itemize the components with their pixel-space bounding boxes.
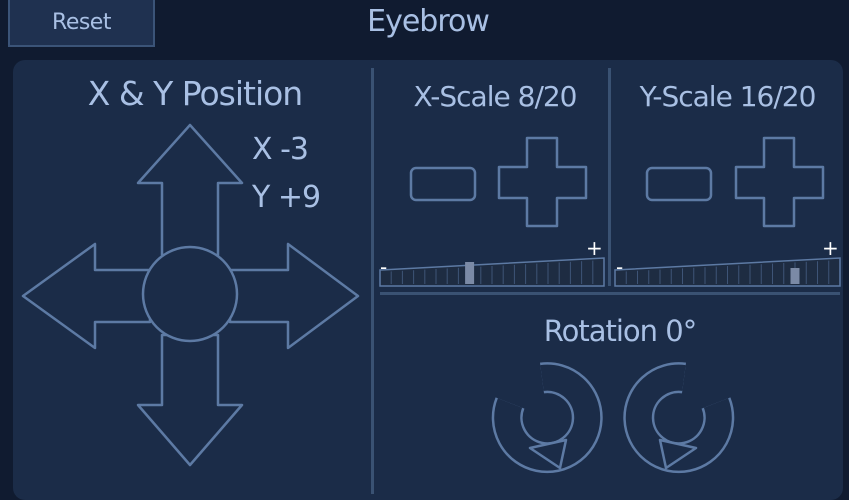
- y-scale-minus-button[interactable]: [645, 166, 713, 202]
- arrow-down-icon[interactable]: [136, 333, 244, 467]
- divider: [371, 68, 374, 494]
- slider-minus-label: -: [380, 255, 387, 279]
- slider-plus-label: +: [586, 236, 603, 260]
- arrow-right-icon[interactable]: [228, 242, 360, 350]
- center-knob[interactable]: [141, 245, 239, 343]
- y-offset-value: Y +9: [252, 180, 321, 215]
- position-title: X & Y Position: [87, 74, 303, 113]
- rotate-counterclockwise-icon[interactable]: [623, 362, 735, 474]
- y-scale-marker[interactable]: [790, 268, 800, 284]
- x-scale-marker[interactable]: [465, 262, 475, 284]
- divider: [608, 68, 611, 286]
- page-title: Eyebrow: [367, 4, 490, 39]
- x-scale-slider[interactable]: - +: [379, 236, 605, 287]
- arrow-left-icon[interactable]: [21, 242, 152, 350]
- x-scale-minus-button[interactable]: [409, 166, 477, 202]
- y-scale-title: Y-Scale 16/20: [639, 80, 817, 113]
- y-scale-plus-button[interactable]: [734, 136, 825, 228]
- divider: [380, 292, 840, 295]
- reset-button[interactable]: Reset: [8, 0, 155, 47]
- rotate-clockwise-icon[interactable]: [491, 362, 603, 474]
- x-scale-plus-button[interactable]: [497, 136, 588, 228]
- x-offset-value: X -3: [252, 132, 309, 167]
- x-scale-title: X-Scale 8/20: [413, 80, 578, 113]
- rotation-title: Rotation 0°: [543, 314, 697, 348]
- slider-plus-label: +: [822, 236, 839, 260]
- slider-minus-label: -: [616, 255, 623, 279]
- arrow-up-icon[interactable]: [136, 123, 244, 257]
- y-scale-slider[interactable]: - +: [614, 236, 841, 287]
